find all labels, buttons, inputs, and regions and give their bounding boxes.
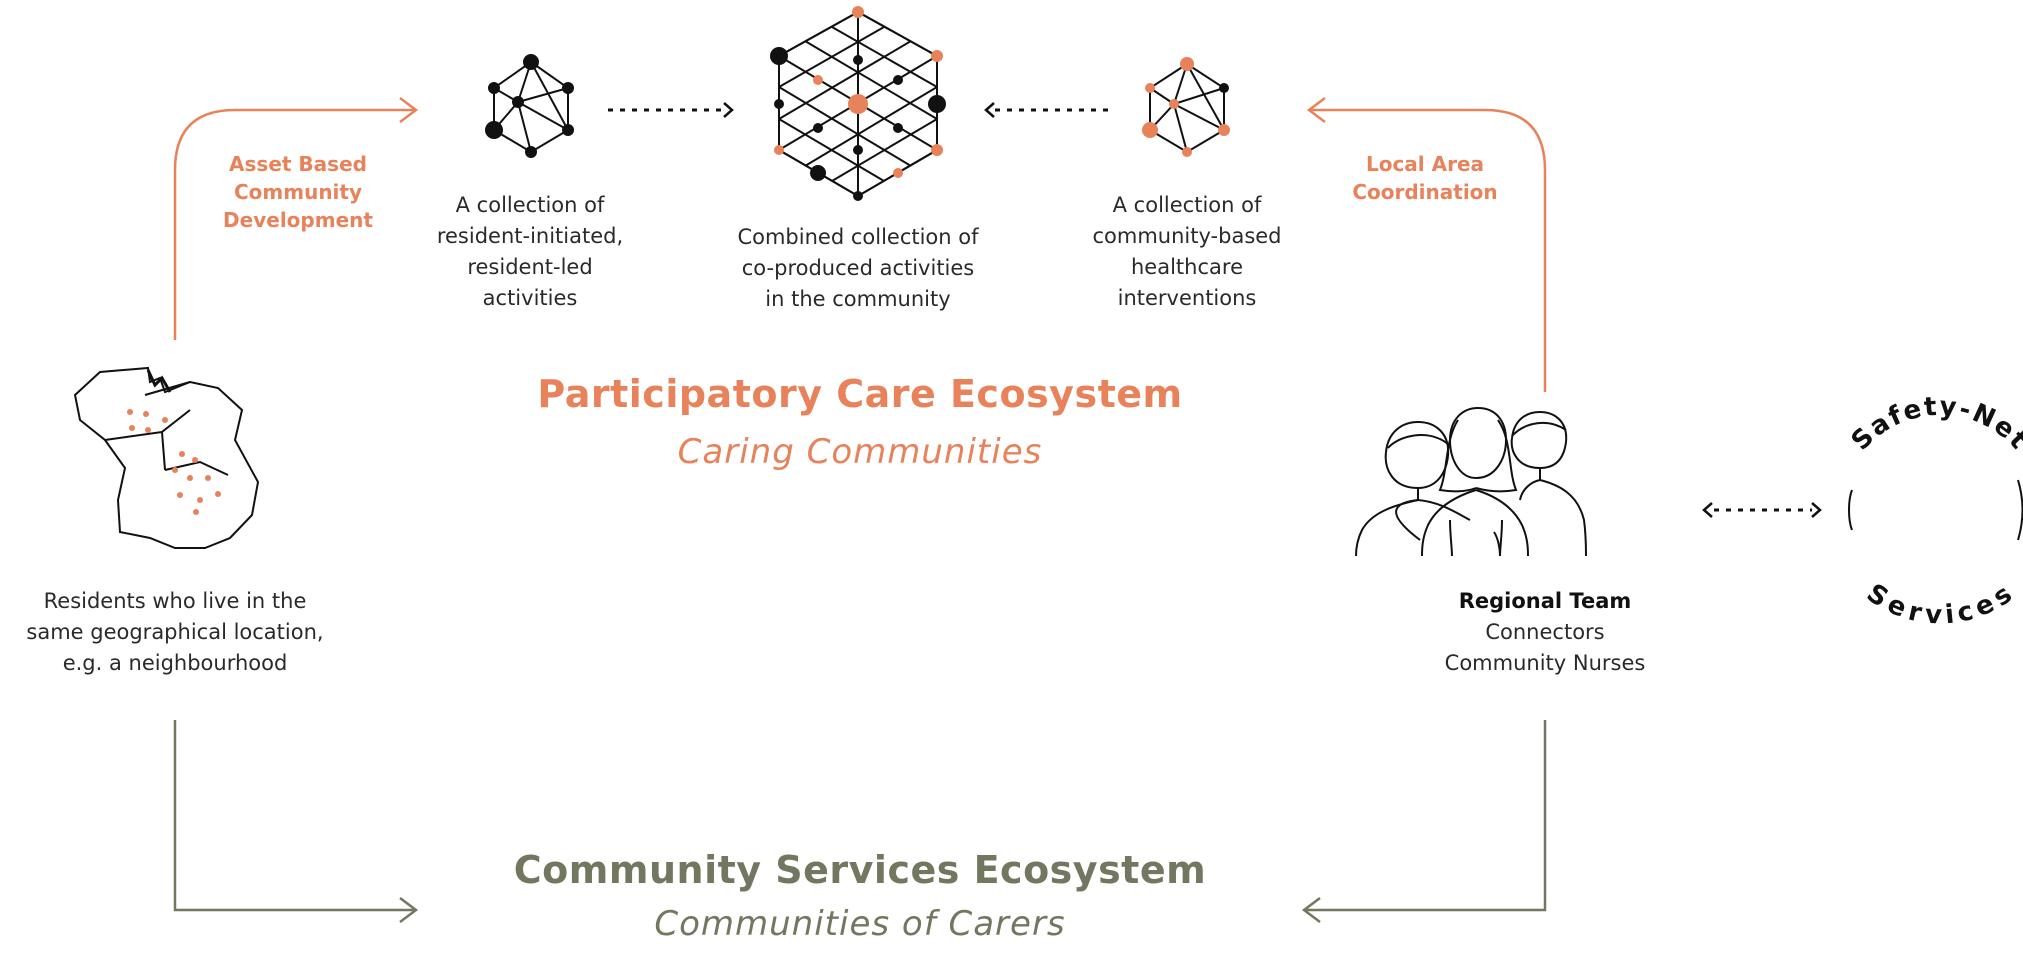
local-area-label-line: Local Area (1365, 152, 1485, 176)
local-area-label-line: Coordination (1352, 180, 1498, 204)
healthcare-interventions-line: interventions (1117, 286, 1257, 310)
resident-activities-label: A collection of resident-initiated, resi… (400, 190, 660, 314)
regional-team-title: Regional Team (1458, 589, 1632, 613)
people-group-icon (1355, 406, 1587, 557)
local-area-arrow (1310, 108, 1547, 392)
residents-line: same geographical location, (26, 620, 324, 644)
residents-label: Residents who live in the same geographi… (0, 586, 350, 679)
resident-activities-line: resident-initiated, (436, 224, 624, 248)
asset-based-arrowhead (399, 97, 419, 123)
svg-text:Safety-Net: Safety-Net (1846, 392, 2023, 457)
asset-based-label-line: Asset Based (229, 152, 367, 176)
combined-activities-label: Combined collection of co-produced activ… (700, 222, 1016, 315)
healthcare-interventions-line: healthcare (1131, 255, 1243, 279)
safety-net-top-text: Safety-Net (1846, 392, 2023, 457)
regional-team-line: Community Nurses (1444, 651, 1646, 675)
dotted-arrowhead-safety-right (1811, 502, 1822, 518)
asset-based-label-line: Community (233, 180, 363, 204)
participatory-title: Participatory Care Ecosystem (537, 372, 1183, 416)
dotted-arrowhead-right (984, 102, 995, 118)
dotted-arrowhead-safety-left (1702, 502, 1713, 518)
safety-net-badge: Safety-Net Services (1846, 392, 2023, 631)
asset-based-label-line: Development (223, 208, 373, 232)
neighbourhood-map-icon (73, 366, 260, 549)
healthcare-interventions-line: community-based (1092, 224, 1282, 248)
asset-based-arrow (173, 108, 415, 340)
resident-activities-line: activities (482, 286, 578, 310)
residents-line: Residents who live in the (43, 589, 307, 613)
regional-services-arrow (1305, 720, 1547, 912)
combined-activities-line: co-produced activities (741, 256, 975, 280)
residents-services-arrow (173, 720, 415, 912)
healthcare-interventions-label: A collection of community-based healthca… (1056, 190, 1318, 314)
safety-net-bottom-text: Services (1861, 578, 2017, 631)
network-small-black-icon (485, 54, 574, 158)
regional-team-line: Connectors (1485, 620, 1605, 644)
combined-activities-line: in the community (765, 287, 951, 311)
residents-services-arrowhead (399, 897, 419, 923)
resident-activities-line: A collection of (455, 193, 605, 217)
asset-based-label: Asset Based Community Development (208, 150, 388, 234)
participatory-subtitle: Caring Communities (677, 432, 1043, 472)
combined-activities-line: Combined collection of (737, 225, 979, 249)
svg-text:Services: Services (1861, 578, 2019, 631)
community-services-title: Community Services Ecosystem (513, 848, 1207, 892)
residents-line: e.g. a neighbourhood (62, 651, 288, 675)
network-small-orange-icon (1142, 57, 1230, 157)
local-area-label: Local Area Coordination (1340, 150, 1510, 206)
regional-team-label: Regional Team Connectors Community Nurse… (1400, 586, 1690, 679)
network-hex-grid-icon (770, 6, 946, 201)
community-services-subtitle: Communities of Carers (654, 904, 1066, 944)
resident-activities-line: resident-led (467, 255, 593, 279)
dotted-arrowhead-left (723, 102, 734, 118)
regional-services-arrowhead (1301, 897, 1321, 923)
local-area-arrowhead (1306, 97, 1326, 123)
healthcare-interventions-line: A collection of (1112, 193, 1262, 217)
